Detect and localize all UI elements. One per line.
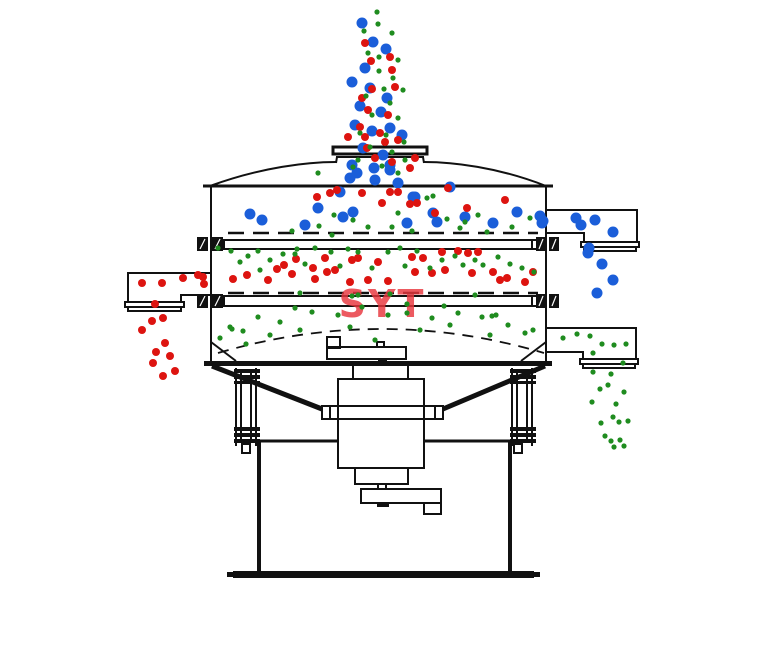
brand-logo: SYT — [339, 282, 426, 326]
motor-neck-top — [352, 364, 409, 380]
clamp-block — [197, 237, 208, 251]
blue-particles — [244, 17, 619, 299]
clamp-block — [197, 294, 208, 308]
dome-lid — [203, 161, 553, 188]
upper-eccentric-weight — [326, 336, 407, 363]
outlet-right-bottom-wall — [546, 327, 637, 359]
outlet-left-step — [180, 294, 211, 303]
spring-right-foot — [513, 443, 523, 454]
dome-curve-left — [209, 161, 337, 187]
motor-neck-bottom — [354, 467, 409, 485]
screen-deck-2 — [197, 291, 559, 308]
motor-body — [337, 378, 425, 469]
bottom-pan-curve — [217, 328, 545, 354]
table-plate — [204, 361, 552, 366]
outlet-right-top — [546, 209, 640, 252]
clamp-block — [549, 237, 559, 251]
clamp-block — [536, 294, 546, 308]
outlet-right-bottom-step — [546, 351, 584, 359]
spring-right — [510, 368, 536, 454]
outlet-right-bottom-flange-lip — [582, 363, 636, 369]
outlet-left-wall — [127, 272, 211, 303]
deck-ring-1 — [218, 239, 538, 250]
base-frame — [227, 439, 540, 578]
lower-eccentric-bar — [360, 488, 442, 504]
green-particles — [215, 9, 631, 450]
outlet-right-bottom — [546, 327, 639, 369]
red-particles — [138, 39, 537, 380]
spring-left-foot — [241, 443, 251, 454]
vibration-motor — [337, 364, 442, 515]
strut-left — [211, 363, 323, 412]
inlet-side-right — [422, 156, 425, 164]
strut-right — [442, 363, 546, 412]
lower-eccentric-pin — [377, 503, 389, 507]
outlet-right-top-wall — [546, 209, 638, 242]
clamp-block — [212, 294, 223, 308]
lower-eccentric-block — [423, 502, 442, 515]
clamp-block — [536, 237, 546, 251]
motor-flange — [321, 405, 444, 420]
base-plate-cap-right — [533, 572, 540, 577]
dome-curve-right — [423, 161, 547, 187]
clamp-block — [549, 294, 559, 308]
cone-edge-right — [520, 341, 547, 362]
sieve-machine — [124, 145, 640, 578]
base-plate — [233, 571, 534, 578]
screen-deck-1 — [197, 231, 559, 251]
particles-layer — [138, 9, 631, 450]
base-plate-cap-left — [227, 572, 234, 577]
inlet-side-left — [335, 156, 338, 164]
outlet-right-top-step — [546, 232, 585, 242]
